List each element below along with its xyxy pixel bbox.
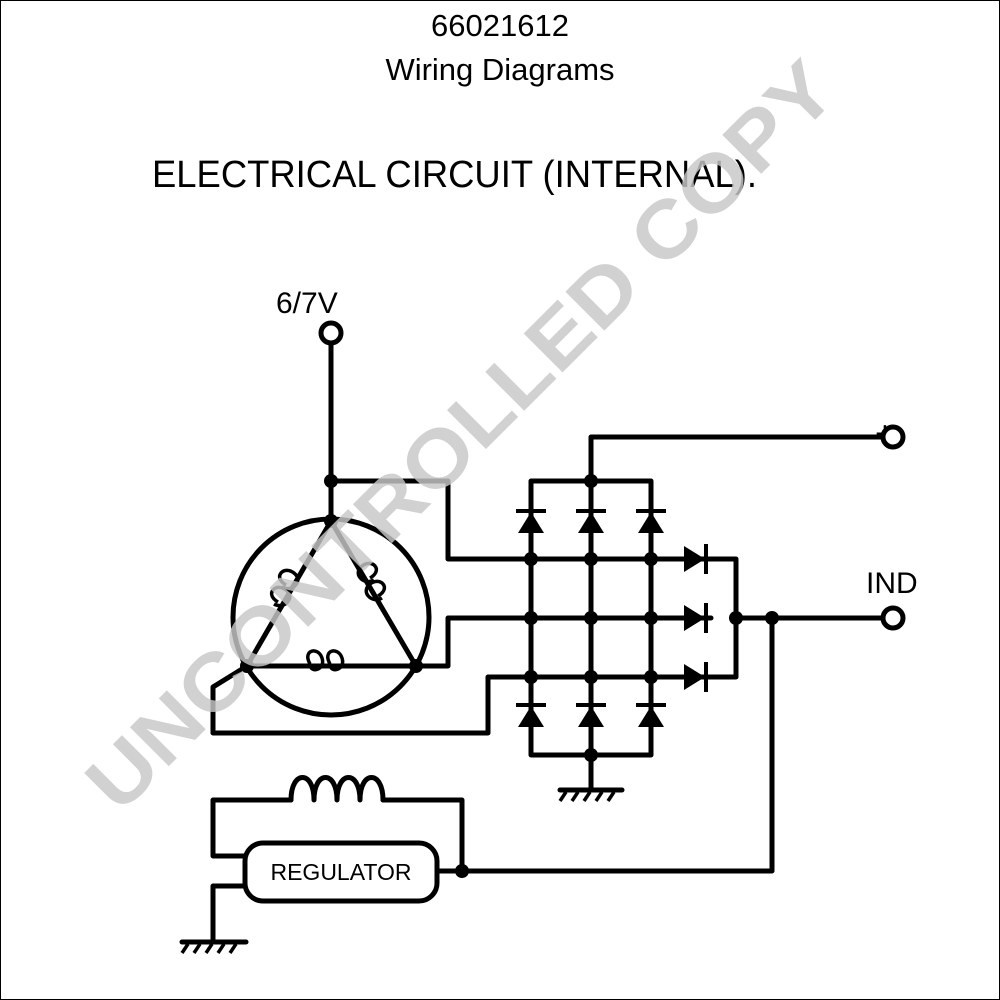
document-title: Wiring Diagrams — [385, 52, 615, 87]
junction-dot — [729, 611, 743, 625]
diode — [578, 706, 604, 727]
rectifier-diodes — [516, 509, 708, 727]
voltage-terminal — [318, 320, 344, 346]
junction-dot — [455, 864, 469, 878]
diode — [684, 664, 705, 690]
terminals — [318, 320, 906, 631]
junction-dot — [584, 748, 598, 762]
junction-dot — [765, 611, 779, 625]
junction-dot — [644, 552, 658, 566]
regulator-label: REGULATOR — [270, 859, 411, 885]
ground-symbols — [179, 787, 625, 954]
junction-dot — [524, 611, 538, 625]
ind-terminal — [880, 605, 906, 631]
voltage-terminal-label: 6/7V — [276, 287, 338, 320]
part-number: 66021612 — [431, 8, 569, 43]
junction-dot — [584, 474, 598, 488]
junction-dots — [324, 474, 779, 878]
junction-dot — [324, 474, 338, 488]
diode — [638, 706, 664, 727]
junction-dot — [584, 611, 598, 625]
junction-dot — [644, 670, 658, 684]
junction-dot — [524, 670, 538, 684]
ind-terminal-label: IND — [866, 567, 918, 600]
diode — [578, 512, 604, 533]
junction-dot — [584, 552, 598, 566]
junction-dot — [524, 552, 538, 566]
diode — [684, 546, 705, 572]
junction-dot — [584, 670, 598, 684]
diode — [518, 512, 544, 533]
junction-dot — [644, 611, 658, 625]
diode — [684, 605, 705, 631]
circuit-heading: ELECTRICAL CIRCUIT (INTERNAL). — [152, 154, 757, 196]
field-coil — [288, 775, 386, 803]
regulator-box: REGULATOR — [242, 840, 440, 904]
positive-terminal — [880, 424, 906, 450]
diode — [518, 706, 544, 727]
diode — [638, 512, 664, 533]
